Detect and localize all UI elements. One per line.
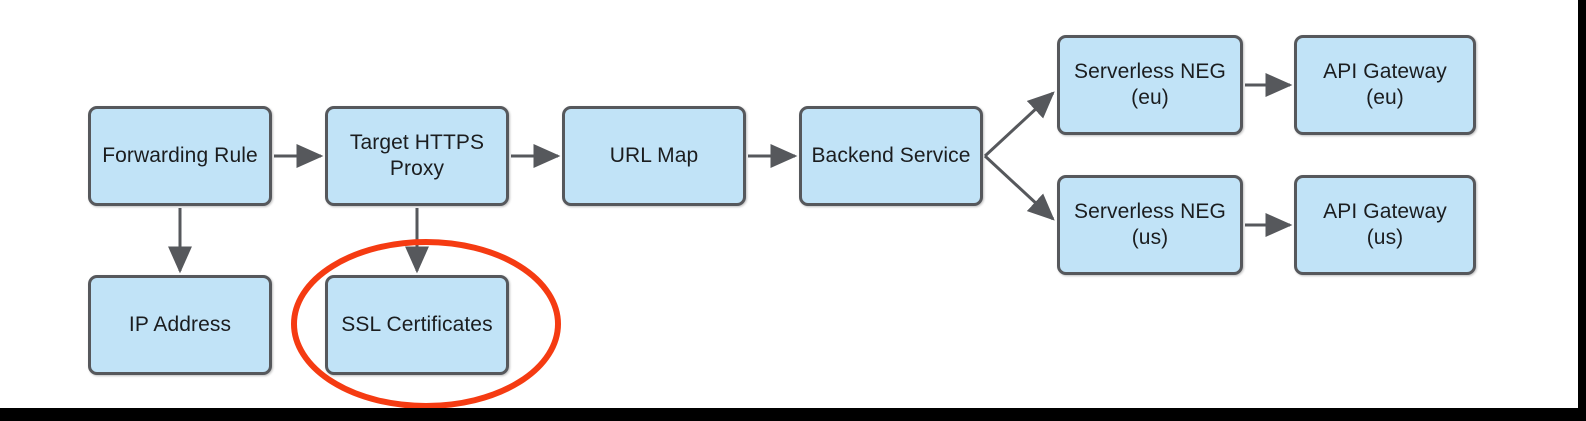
node-serverless-neg-us-label-line1: Serverless NEG: [1074, 199, 1226, 223]
node-ssl-certificates-label-line1: SSL Certificates: [341, 312, 493, 336]
edge-backend-service-to-serverless-neg-eu: [983, 91, 1055, 158]
node-serverless-neg-eu-label-line2: (eu): [1131, 86, 1169, 109]
node-ip-address[interactable]: IP Address: [88, 275, 272, 375]
node-backend-service[interactable]: Backend Service: [799, 106, 983, 206]
node-ssl-certificates[interactable]: SSL Certificates: [325, 275, 509, 375]
node-target-https-proxy-label-line2: Proxy: [389, 157, 445, 180]
node-api-gateway-us-label-line1: API Gateway: [1323, 199, 1447, 223]
edge-backend-service-to-serverless-neg-us: [983, 154, 1055, 221]
node-serverless-neg-eu[interactable]: Serverless NEG (eu): [1057, 35, 1243, 135]
node-api-gateway-eu-label-line1: API Gateway: [1323, 59, 1447, 83]
node-api-gateway-us[interactable]: API Gateway (us): [1294, 175, 1476, 275]
node-serverless-neg-eu-label-line1: Serverless NEG: [1074, 59, 1226, 83]
node-api-gateway-eu[interactable]: API Gateway (eu): [1294, 35, 1476, 135]
frame-bar-bottom: [0, 408, 1586, 421]
node-backend-service-label-line1: Backend Service: [811, 143, 971, 167]
node-target-https-proxy[interactable]: Target HTTPS Proxy: [325, 106, 509, 206]
node-url-map-label-line1: URL Map: [609, 143, 699, 167]
node-url-map[interactable]: URL Map: [562, 106, 746, 206]
node-serverless-neg-us[interactable]: Serverless NEG (us): [1057, 175, 1243, 275]
node-api-gateway-us-label-line2: (us): [1366, 226, 1404, 249]
node-serverless-neg-us-label-line2: (us): [1131, 226, 1169, 249]
frame-bar-right: [1578, 0, 1586, 421]
node-forwarding-rule-label-line1: Forwarding Rule: [102, 143, 258, 167]
node-forwarding-rule[interactable]: Forwarding Rule: [88, 106, 272, 206]
node-api-gateway-eu-label-line2: (eu): [1366, 86, 1404, 109]
node-ip-address-label-line1: IP Address: [128, 312, 232, 336]
node-target-https-proxy-label-line1: Target HTTPS: [349, 130, 485, 154]
